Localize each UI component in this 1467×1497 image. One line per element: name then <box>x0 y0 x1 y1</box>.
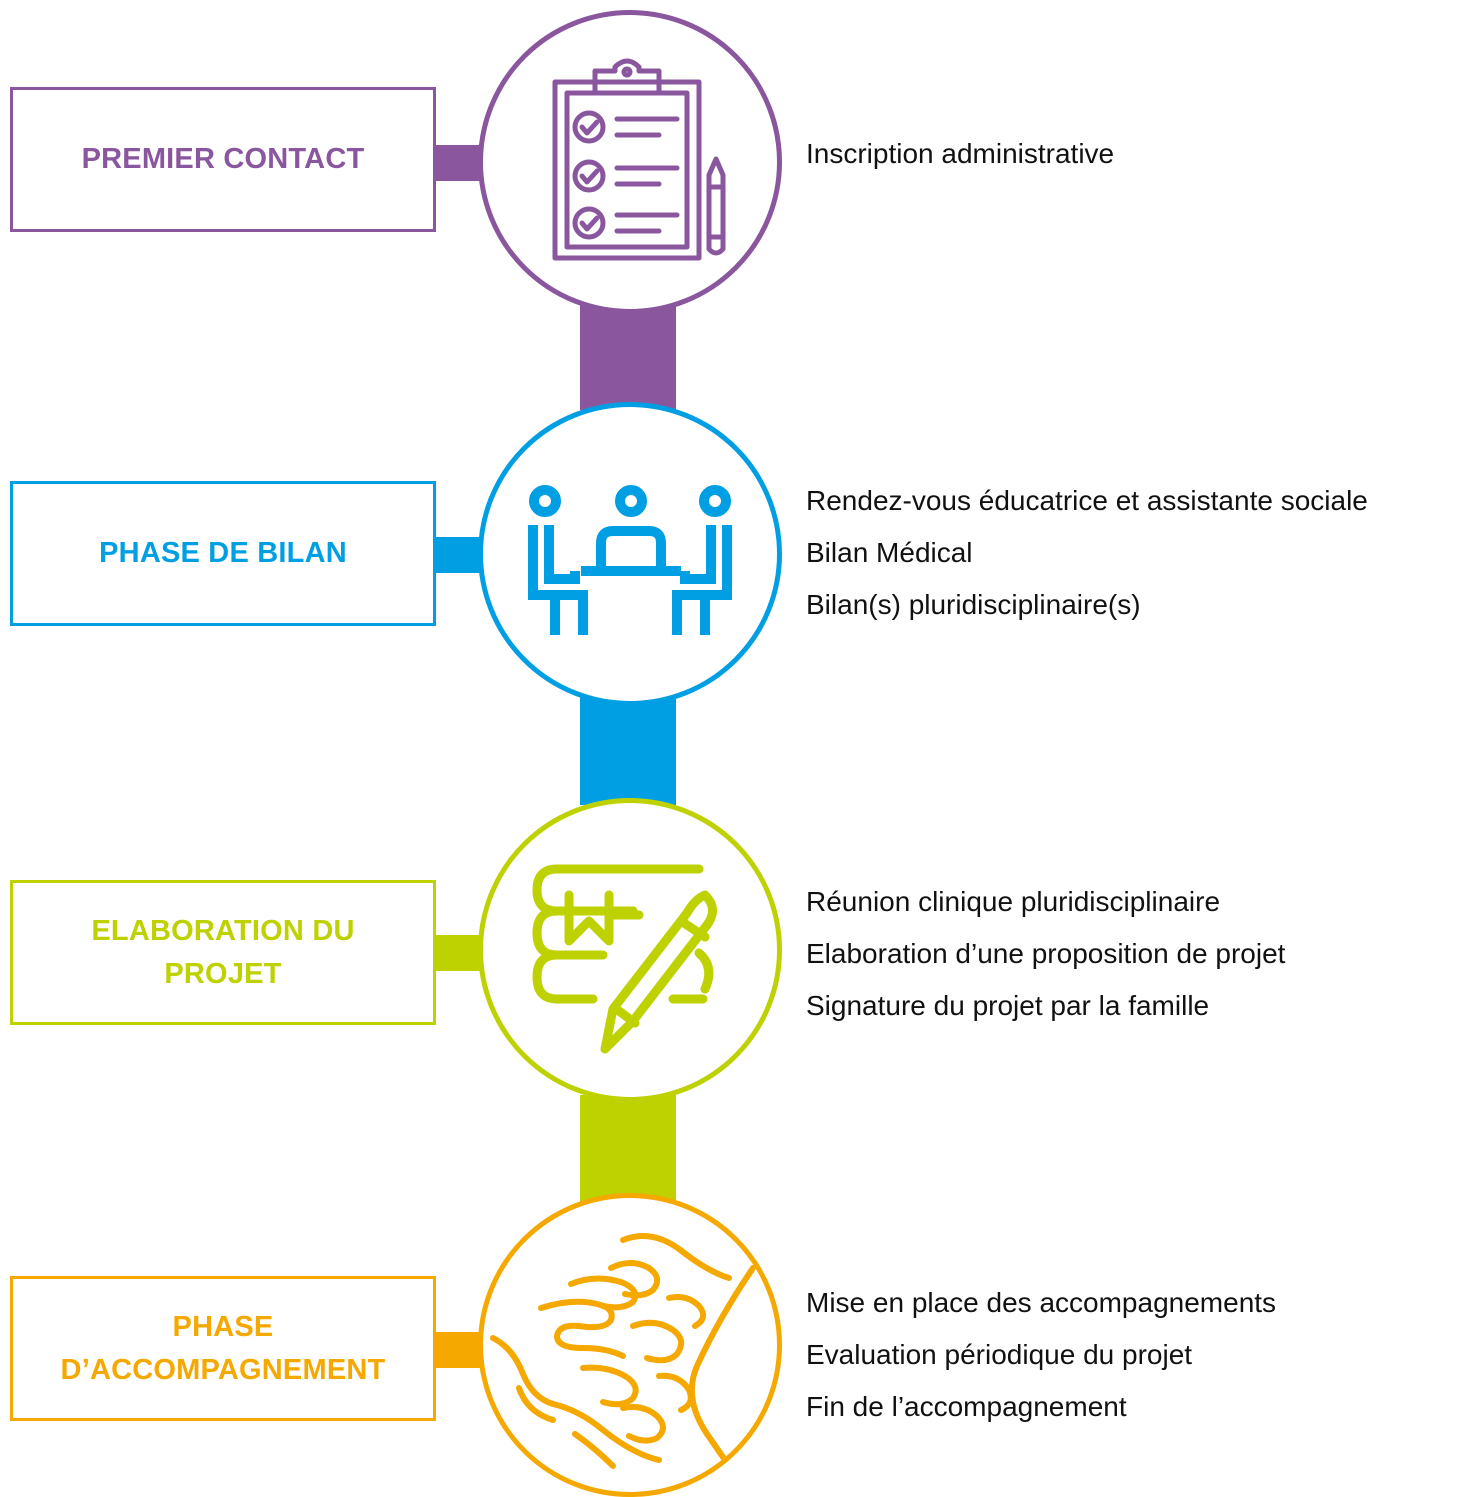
list-item: Fin de l’accompagnement <box>806 1391 1127 1422</box>
list-item: Rendez-vous éducatrice et assistante soc… <box>806 485 1368 516</box>
phase-items-premier-contact: Inscription administrative <box>806 128 1114 180</box>
phase-title-line: PHASE DE BILAN <box>99 537 347 569</box>
meeting-table-icon <box>528 485 732 635</box>
phase-circle-phase-de-bilan <box>478 402 782 706</box>
phase-title-line: ELABORATION DU <box>91 914 355 947</box>
phase-box-phase-de-bilan: PHASE DE BILAN <box>10 481 436 626</box>
list-item: Inscription administrative <box>806 138 1115 169</box>
list-item: Elaboration d’une proposition de projet <box>806 938 1286 969</box>
phase-title-line: PROJET <box>164 957 282 990</box>
phase-circle-phase-accompagnement <box>478 1193 782 1497</box>
clipboard-checklist-icon <box>552 58 726 261</box>
stub-premier-contact <box>436 145 486 181</box>
phase-circle-premier-contact <box>478 10 782 314</box>
list-item: Mise en place des accompagnements <box>806 1287 1277 1318</box>
phase-title: PHASE DE BILAN <box>99 532 347 575</box>
stub-elaboration-du-projet <box>436 935 486 971</box>
connector-3-4 <box>580 1095 676 1205</box>
list-item: Evaluation périodique du projet <box>806 1339 1193 1370</box>
list-item: Bilan Médical <box>806 537 973 568</box>
phase-title: PHASE D’ACCOMPAGNEMENT <box>61 1306 386 1392</box>
phase-box-elaboration-du-projet: ELABORATION DU PROJET <box>10 880 436 1025</box>
connector-1-2 <box>580 300 676 410</box>
phase-title: ELABORATION DU PROJET <box>91 910 354 996</box>
phase-items-phase-de-bilan: Rendez-vous éducatrice et assistante soc… <box>806 475 1368 631</box>
phase-circle-elaboration-du-projet <box>478 798 782 1102</box>
phase-box-premier-contact: PREMIER CONTACT <box>10 87 436 232</box>
phase-title: PREMIER CONTACT <box>82 138 365 181</box>
phase-items-elaboration-du-projet: Réunion clinique pluridisciplinaire Elab… <box>806 876 1285 1032</box>
list-item: Signature du projet par la famille <box>806 990 1210 1021</box>
stub-phase-accompagnement <box>436 1332 486 1368</box>
list-item: Bilan(s) pluridisciplinaire(s) <box>806 589 1141 620</box>
phase-title-line: PHASE <box>172 1310 274 1343</box>
phase-title-line: PREMIER CONTACT <box>81 143 365 175</box>
phase-items-phase-accompagnement: Mise en place des accompagnements Evalua… <box>806 1277 1276 1433</box>
list-item: Réunion clinique pluridisciplinaire <box>806 886 1221 917</box>
stub-phase-de-bilan <box>436 537 486 573</box>
connector-2-3 <box>580 695 676 805</box>
phase-box-phase-accompagnement: PHASE D’ACCOMPAGNEMENT <box>10 1276 436 1421</box>
stacked-hands-icon <box>490 1233 756 1475</box>
phase-title-line: D’ACCOMPAGNEMENT <box>60 1353 386 1386</box>
books-pencil-icon <box>532 864 717 1054</box>
